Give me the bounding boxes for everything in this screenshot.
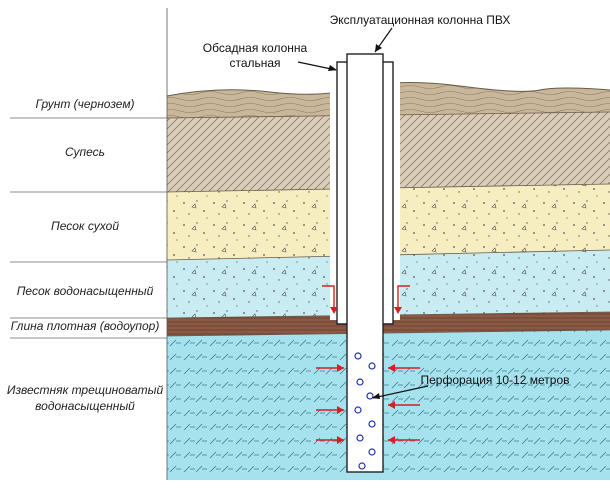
- flow-arrow: [316, 406, 344, 414]
- flow-arrow-head: [337, 364, 344, 372]
- flow-arrow: [388, 436, 420, 444]
- leader-casing-head: [328, 65, 337, 71]
- callout-steel-casing-line2: стальная: [229, 56, 280, 70]
- perforation-hole: [368, 420, 376, 428]
- perforation-hole: [366, 392, 374, 400]
- pvc-column: [346, 53, 384, 473]
- callout-steel-casing-line1: Обсадная колонна: [203, 41, 308, 55]
- callout-leaders: [297, 27, 429, 399]
- water-flow-arrows: [316, 285, 420, 444]
- well: [330, 53, 400, 473]
- layer-label-limestone: Известняк трещиноватый: [7, 383, 164, 397]
- layer-label-dry-sand: Песок сухой: [51, 219, 119, 233]
- flow-arrow-bent-left: [322, 285, 338, 314]
- perforation-hole: [368, 448, 376, 456]
- flow-arrow: [388, 364, 420, 372]
- perforation-hole: [354, 406, 362, 414]
- perforation-hole: [354, 352, 362, 360]
- flow-arrow-head: [394, 307, 402, 314]
- layer-label-limestone-line2: водонасыщенный: [35, 399, 135, 413]
- layer-label-clay: Глина плотная (водоупор): [11, 319, 160, 333]
- layer-label-sandy-loam: Супесь: [65, 145, 105, 159]
- flow-arrow: [388, 401, 420, 409]
- layer-label-soil: Грунт (чернозем): [35, 97, 134, 111]
- perforation-hole: [358, 462, 366, 470]
- perforation-holes: [354, 352, 376, 470]
- layer-label-wet-sand: Песок водонасыщенный: [17, 284, 154, 298]
- callout-perforation: Перфорация 10-12 метров: [420, 373, 569, 387]
- flow-arrow-shaft: [322, 285, 335, 308]
- flow-arrow-head: [388, 436, 395, 444]
- flow-arrow: [316, 436, 344, 444]
- leader-perforation-head: [372, 393, 380, 399]
- flow-arrow: [316, 364, 344, 372]
- flow-arrow-bent-right: [394, 285, 410, 314]
- flow-arrow-head: [337, 406, 344, 414]
- callout-pvc-column: Эксплуатационная колонна ПВХ: [330, 13, 511, 27]
- perforation-hole: [356, 434, 364, 442]
- layer-divider-lines: [10, 117, 167, 339]
- perforation-hole: [368, 362, 376, 370]
- flow-arrow-head: [388, 364, 395, 372]
- leader-pvc-head: [375, 44, 382, 52]
- flow-arrow-head: [330, 307, 338, 314]
- flow-arrow-head: [388, 401, 395, 409]
- flow-arrow-shaft: [397, 285, 410, 308]
- flow-arrow-head: [337, 436, 344, 444]
- perforation-hole: [356, 378, 364, 386]
- stratum-boundary: [166, 329, 610, 337]
- leader-perforation: [372, 385, 429, 399]
